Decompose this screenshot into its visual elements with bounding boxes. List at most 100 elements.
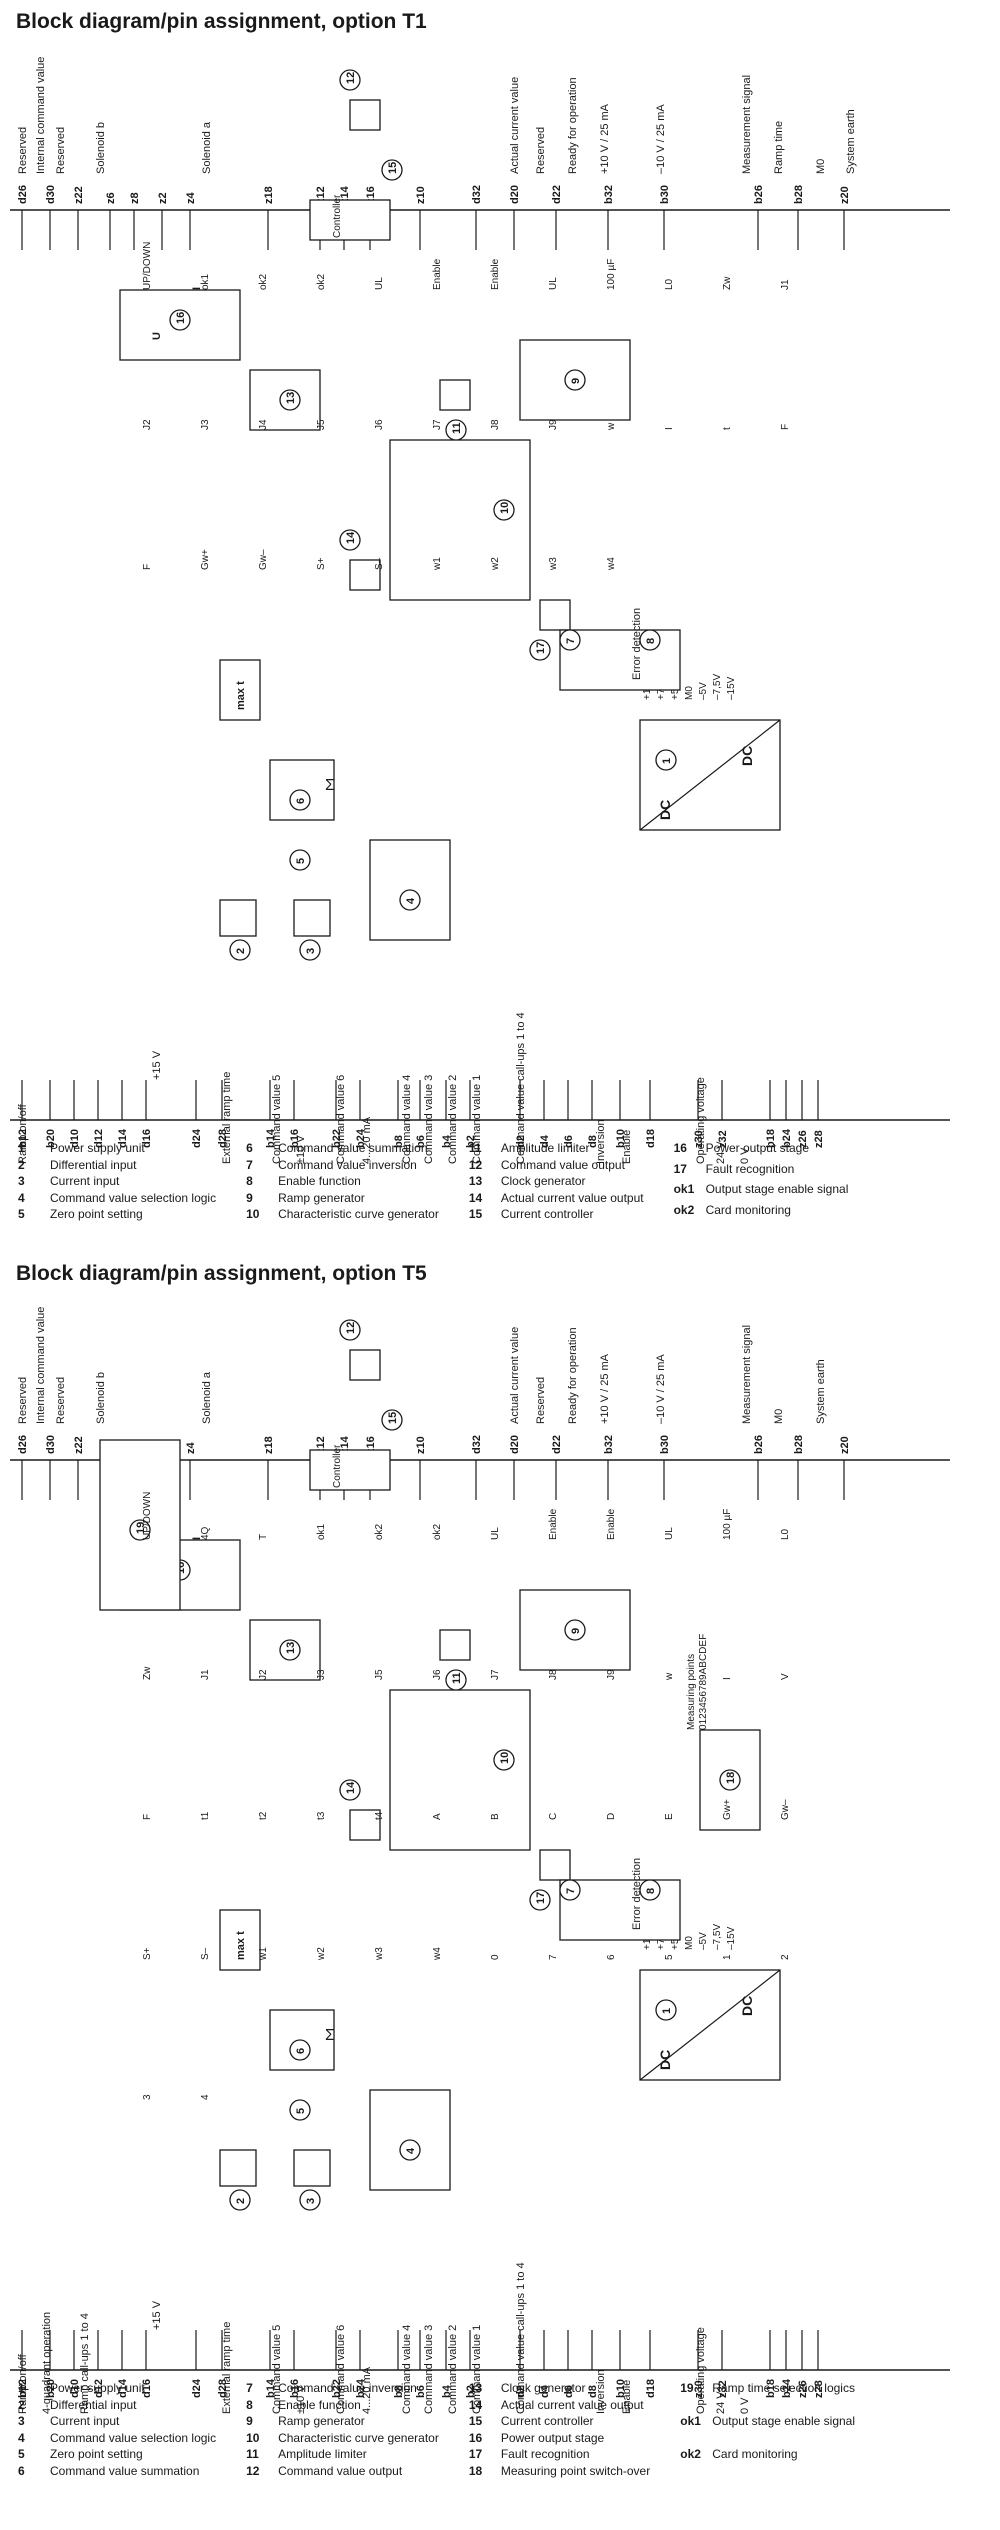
legend-number: 13 [468,1174,483,1188]
badge-13 [279,389,301,411]
legend-text: Command value output [500,1157,625,1172]
badge-1-number: 1 [661,2008,673,2014]
signal-label: J4 [258,419,269,430]
top-label: Ready for operation [567,77,579,174]
signal-label: D [606,1813,617,1820]
badge-3-number: 3 [305,2198,317,2204]
top-label: Solenoid b [95,122,107,174]
bottom-label: Inversion [595,1119,607,1164]
bottom-pin-d16: d16 [141,1129,153,1148]
signal-label: J9 [606,1669,617,1680]
badge-16 [169,309,191,331]
signal-label: UL [374,277,385,290]
top-pin-z18: z18 [263,1436,275,1454]
badge-9 [564,1619,586,1641]
bottom-pin-b10: b10 [615,1129,627,1148]
signal-label: Gw– [780,1799,791,1820]
bottom-label: Operating voltage [695,2327,707,2414]
signal-label: w1 [432,557,443,571]
legend-number: 8 [246,2397,253,2412]
signal-label: 4 [200,2094,211,2100]
diagram-title-t1: Block diagram/pin assignment, option T1 [16,10,427,33]
badge-3 [299,2189,321,2211]
supply-label: –5V [698,1932,709,1950]
legend-text: Power output stage [500,2430,605,2445]
badge-2-number: 2 [235,948,247,954]
top-pin-d20: d20 [509,1435,521,1454]
bottom-pin-b10: b10 [615,2379,627,2398]
legend-text: Power supply unit [50,1141,145,1155]
bottom-label: 4-quadrant operation [41,2312,53,2414]
bottom-label: Ramp on/off [17,1103,29,1164]
signal-label: UP/DOWN [142,1492,153,1540]
signal-label: Gw– [258,549,269,570]
top-pin-z10: z10 [415,1436,427,1454]
bottom-label: 0 V [739,2397,751,2414]
top-label: Reserved [535,1377,547,1424]
badge-13-number: 13 [285,392,297,404]
dc-label: DC [657,2050,673,2070]
current-input-block [293,2149,331,2187]
legend-text: Card monitoring [705,1202,791,1217]
badge-3-number: 3 [305,948,317,954]
legend-text: Command value inversion [278,1157,417,1172]
bottom-pin-b14: b14 [265,1128,277,1148]
signal-label: F [142,564,153,570]
top-label: Solenoid a [201,1371,213,1424]
signal-label: ok1 [200,273,211,290]
signal-label: E [664,1813,675,1820]
top-label: Solenoid b [95,1372,107,1424]
legend-text: Clock generator [500,2381,586,2395]
legend-number: 1 [18,1141,25,1155]
dc-label: DC [739,1996,755,2016]
badge-10-number: 10 [499,1752,511,1764]
signal-label: UL [664,1527,675,1540]
legend-text: Command value selection logic [50,1190,217,1205]
bottom-pin-z30: z30 [693,2380,705,2398]
badge-2 [229,939,251,961]
bottom-pin-z30: z30 [693,1130,705,1148]
top-label: Reserved [55,1377,67,1424]
top-label: Reserved [535,127,547,174]
amplitude-limiter-block [439,1629,471,1661]
selection-logic-block [369,839,451,941]
top-label: Actual current value [509,77,521,174]
bottom-label: External ramp time [221,2322,233,2414]
signal-label: t2 [258,1811,269,1820]
legend-number: 17 [468,2447,483,2461]
signal-label: J2 [142,419,153,430]
badge-7-number: 7 [565,638,577,644]
bottom-pin-z28: z28 [813,2380,825,2398]
badge-7-number: 7 [565,1888,577,1894]
top-pin-z4: z4 [185,1442,197,1455]
badge-3 [299,939,321,961]
legend-number: 1 [18,2381,25,2395]
signal-label: 7 [548,1954,559,1960]
legend-text: Ramp time selection logics [712,2381,855,2395]
i-label: I [191,1537,203,1540]
signal-label: I [664,427,675,430]
bottom-pin-b6: b6 [415,2385,427,2398]
legend-number: 10 [246,1207,260,1221]
bottom-label: Enable [621,1130,633,1164]
bottom-pin-b16: b16 [289,1129,301,1148]
legend-text: Fault recognition [705,1161,795,1176]
top-pin-d32: d32 [471,185,483,204]
legend-text: Output stage enable signal [712,2414,856,2428]
legend-item: 1 Power supply unit [18,1140,222,1157]
measuring-digits: 0123456789ABCDEF [698,1634,709,1730]
bottom-pin-d10: d10 [69,2379,81,2398]
legend-text: Current controller [500,1207,594,1221]
top-pin-z4: z4 [185,192,197,205]
badge-6 [289,789,311,811]
legend-text: Command value summation [278,1141,428,1155]
legend-number: 7 [246,2381,253,2395]
badge-11 [445,419,467,441]
signal-label: F [780,424,791,430]
